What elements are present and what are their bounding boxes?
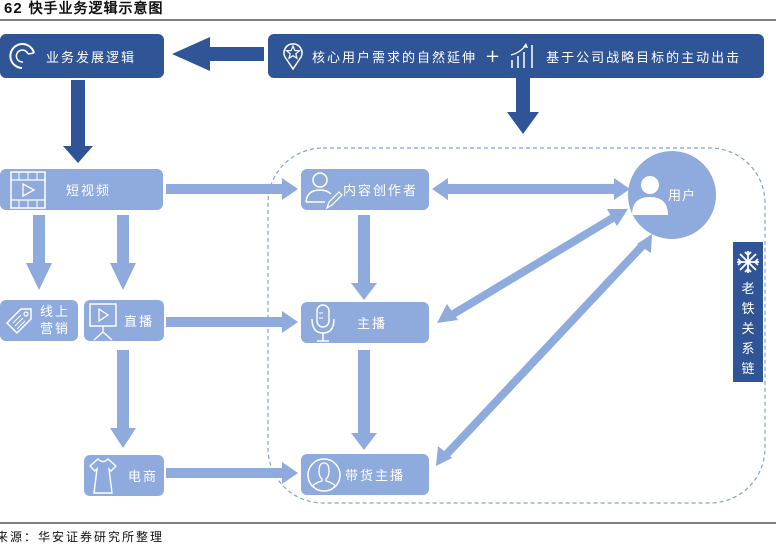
arrow-host-user-line (447, 212, 619, 320)
arrow-live-to-ecommerce (110, 350, 136, 448)
live-label: 直播 (124, 315, 155, 330)
arrow-creator-to-host (351, 215, 377, 300)
figure-number: 62 (4, 0, 23, 17)
figure-title: 62 快手业务逻辑示意图 (4, 0, 164, 18)
location-star-icon (283, 43, 303, 71)
source-note: 来源：华安证券研究所整理 (0, 530, 165, 544)
strategy-plus: + (485, 45, 503, 67)
user-edit-icon (305, 171, 343, 209)
side-char: 关 (741, 322, 755, 337)
refresh-arc-icon (9, 43, 35, 69)
arrow-creator-user-bidirectional (432, 178, 630, 200)
top-rule (0, 19, 776, 21)
online-marketing-label-line2: 营销 (40, 321, 71, 337)
arrow-strategy-to-group (507, 78, 539, 134)
strategy-box: 核心用户需求的自然延伸 + 基于公司战略目标的主动出击 (268, 34, 764, 78)
business-logic-box: 业务发展逻辑 (0, 34, 164, 78)
content-creator-label: 内容创作者 (343, 184, 419, 199)
price-tag-icon (5, 307, 32, 334)
node-content-creator: 内容创作者 (301, 169, 429, 210)
user-portrait-icon (307, 457, 341, 492)
bottom-rule (0, 522, 776, 524)
node-short-video: 短视频 (0, 169, 163, 210)
host-label: 主播 (357, 317, 388, 332)
node-sales-host: 带货主播 (301, 454, 429, 495)
arrow-sales-host-user-head-a (436, 446, 452, 466)
short-video-label: 短视频 (66, 184, 112, 199)
old-tie-relationship-chain-label: 老 铁 关 系 链 (733, 242, 763, 382)
online-marketing-label-line1: 线上 (40, 304, 71, 320)
film-play-icon (10, 170, 46, 209)
side-char: 老 (741, 282, 755, 297)
side-char: 系 (741, 342, 755, 357)
node-user: 用户 (628, 151, 716, 239)
figure-title-text: 快手业务逻辑示意图 (28, 1, 164, 17)
sales-host-label: 带货主播 (345, 469, 406, 484)
arrow-logic-to-short-video (63, 80, 93, 163)
arrow-strategy-to-logic (172, 37, 264, 71)
arrow-host-user-head-a (437, 304, 458, 323)
strategy-right-text: 基于公司战略目标的主动出击 (546, 50, 742, 66)
arrow-short-video-to-online-marketing (26, 215, 52, 290)
arrow-short-video-to-creator (166, 178, 298, 200)
snowflake-icon (737, 251, 759, 273)
microphone-icon (311, 303, 335, 342)
user-icon (632, 176, 668, 215)
arrow-host-user-head-b (607, 209, 628, 226)
business-logic-label: 业务发展逻辑 (46, 50, 137, 66)
growth-chart-icon (510, 43, 533, 68)
node-online-marketing: 线上 营销 (0, 300, 78, 341)
arrow-live-to-host (166, 311, 298, 333)
node-host: 主播 (301, 302, 429, 343)
strategy-left-text: 核心用户需求的自然延伸 (312, 50, 478, 66)
arrow-sales-host-user-head-b (637, 234, 652, 253)
user-label: 用户 (668, 189, 697, 204)
side-char: 链 (741, 362, 755, 377)
arrow-host-to-sales-host (351, 350, 377, 450)
arrow-short-video-to-live (110, 215, 136, 290)
dress-icon (88, 457, 118, 494)
ecommerce-label: 电商 (128, 470, 159, 485)
arrow-sales-host-user-line (442, 241, 647, 459)
arrow-ecommerce-to-sales-host (166, 462, 298, 484)
presentation-board-icon (89, 302, 117, 340)
node-live: 直播 (84, 300, 164, 341)
node-ecommerce: 电商 (84, 455, 164, 496)
side-char: 铁 (741, 302, 755, 317)
